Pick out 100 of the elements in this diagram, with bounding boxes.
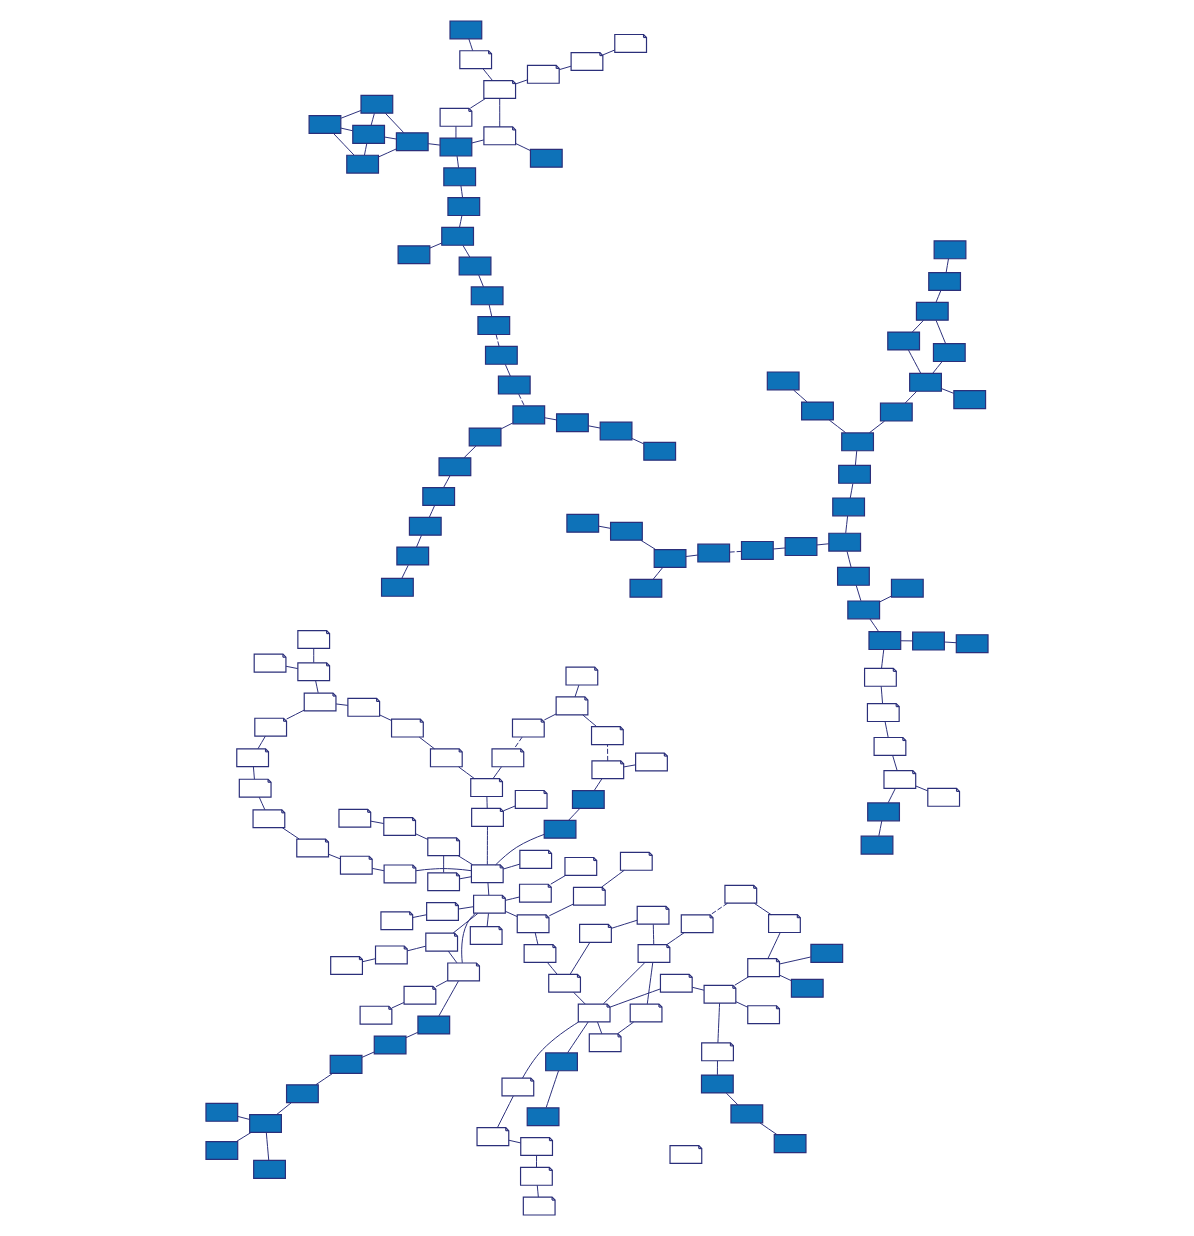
node-box [847, 600, 881, 620]
connector [459, 876, 472, 880]
connector [716, 1060, 718, 1076]
connector [508, 1139, 522, 1144]
connector [617, 1021, 635, 1035]
node-box [867, 802, 901, 822]
connector [405, 1031, 419, 1039]
connector [779, 974, 792, 982]
node-box [766, 371, 800, 391]
connector [759, 1122, 778, 1136]
connector [457, 855, 473, 866]
node-box [643, 441, 677, 461]
connector [623, 764, 636, 768]
connector [502, 863, 521, 870]
node-box [599, 421, 633, 441]
connector [435, 979, 449, 988]
node-box [329, 1054, 363, 1074]
connector [880, 685, 884, 704]
connector [335, 703, 349, 706]
connector [932, 361, 943, 374]
connector [391, 1002, 405, 1009]
connector [735, 1001, 749, 1008]
connector [504, 363, 511, 377]
connector [900, 640, 913, 642]
connector [685, 554, 699, 557]
connector [597, 1021, 603, 1035]
node-box [308, 114, 342, 134]
connector [361, 958, 376, 963]
connector [602, 962, 646, 1005]
connector [544, 417, 557, 421]
connector [363, 143, 368, 156]
connector [567, 1021, 589, 1054]
node-box [629, 578, 663, 598]
connector [892, 755, 898, 771]
connector [460, 185, 464, 198]
connector [456, 155, 460, 169]
node-box [555, 413, 589, 433]
connector [611, 919, 638, 929]
node-box [526, 1107, 560, 1127]
node-box [571, 790, 605, 810]
connector [536, 1184, 539, 1198]
node-box [545, 1052, 578, 1072]
connector [558, 65, 572, 71]
node-box [879, 402, 913, 422]
connector [602, 49, 616, 56]
node-box [380, 577, 414, 597]
connector [855, 584, 862, 602]
connector [462, 244, 471, 258]
connector [515, 143, 531, 152]
connector [941, 388, 955, 394]
connector [911, 319, 925, 333]
node-box [653, 548, 687, 568]
connector [412, 914, 427, 918]
connector [828, 419, 847, 434]
connector [631, 437, 645, 445]
node-box [887, 331, 921, 351]
connector [452, 912, 479, 934]
connector [503, 805, 516, 812]
connector [854, 450, 858, 466]
node-box [810, 943, 844, 963]
node-box [352, 124, 386, 144]
connector [879, 595, 892, 603]
connector [265, 1132, 270, 1161]
connector [252, 766, 255, 780]
connector [587, 425, 601, 429]
node-box [700, 1074, 734, 1094]
node-box [832, 497, 866, 517]
node-box [890, 578, 924, 598]
connector [536, 1155, 538, 1168]
connector [438, 980, 459, 1017]
connector [666, 932, 685, 945]
node-box [955, 634, 989, 654]
node-box [447, 197, 481, 217]
node-box [836, 566, 870, 586]
node-box [249, 1114, 282, 1134]
connector [504, 910, 518, 918]
connector [237, 1115, 250, 1120]
connector [734, 976, 750, 986]
connector [378, 148, 397, 158]
connector [415, 868, 472, 872]
node-box [477, 316, 511, 336]
node-box [860, 835, 894, 855]
connector [236, 1131, 252, 1142]
connector [429, 242, 443, 249]
connector [457, 906, 475, 910]
connector [315, 1072, 334, 1086]
connector [258, 796, 266, 811]
connector [276, 1102, 292, 1115]
connector [315, 680, 319, 694]
connector [915, 785, 929, 792]
connector [908, 349, 922, 374]
connector [459, 215, 463, 228]
connector [495, 833, 545, 866]
node-box [468, 427, 502, 447]
connector [427, 143, 441, 146]
node-box [566, 513, 600, 533]
node-box [422, 487, 456, 507]
connector [513, 736, 523, 750]
connector [361, 1051, 375, 1058]
connector [447, 950, 458, 964]
